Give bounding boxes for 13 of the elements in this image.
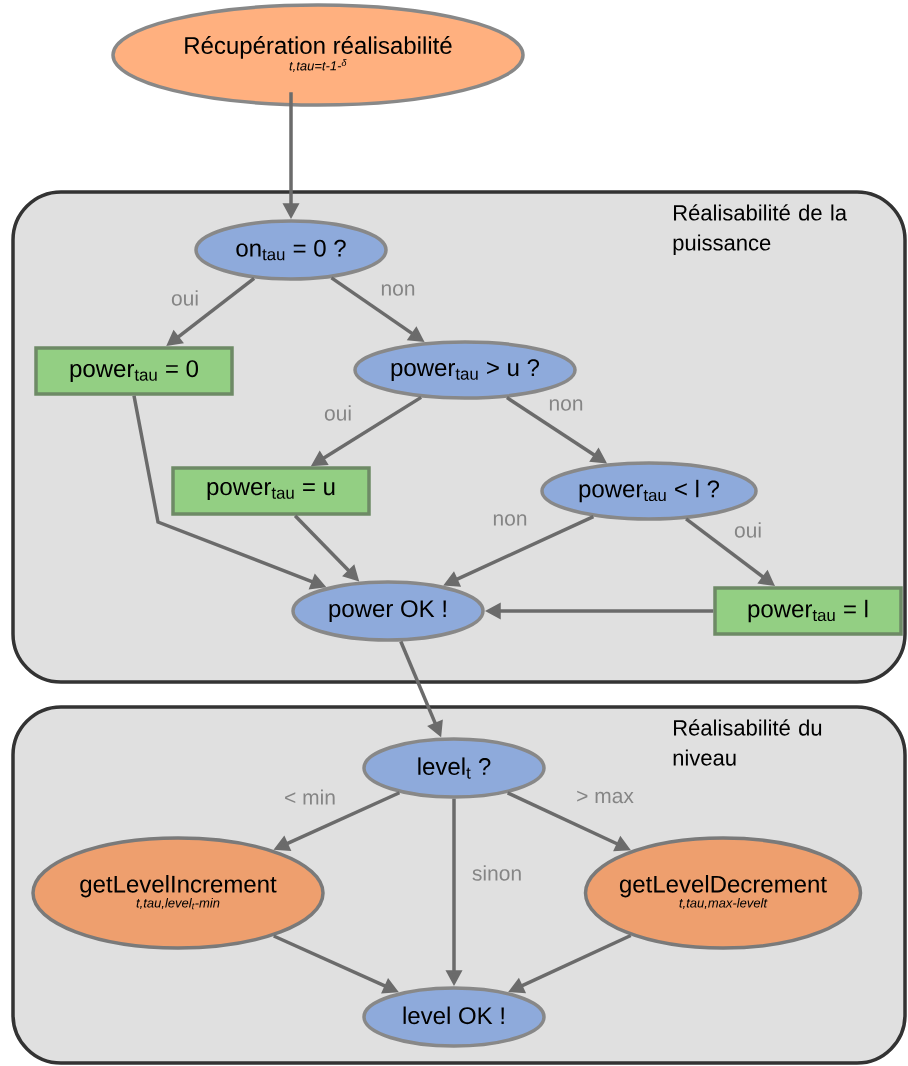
edge-label: < min <box>283 788 337 806</box>
edge-label: non <box>491 513 529 527</box>
action-box: power$_{tau}$ = u <box>171 466 371 516</box>
edge-label: non <box>547 398 585 412</box>
panel-heading: Réalisabilité du niveau <box>673 719 822 766</box>
edge-label: non <box>379 283 417 297</box>
edge-label: sinon <box>470 864 524 882</box>
edge-label: oui <box>733 521 763 539</box>
action-box: power$_{tau}$ = l <box>713 586 903 636</box>
panel-heading: Réalisabilité de la puissance <box>673 204 847 255</box>
action-box: power$_{tau}$ = 0 <box>34 346 234 396</box>
edge-label: oui <box>170 289 200 307</box>
edge-label: oui <box>323 404 353 422</box>
